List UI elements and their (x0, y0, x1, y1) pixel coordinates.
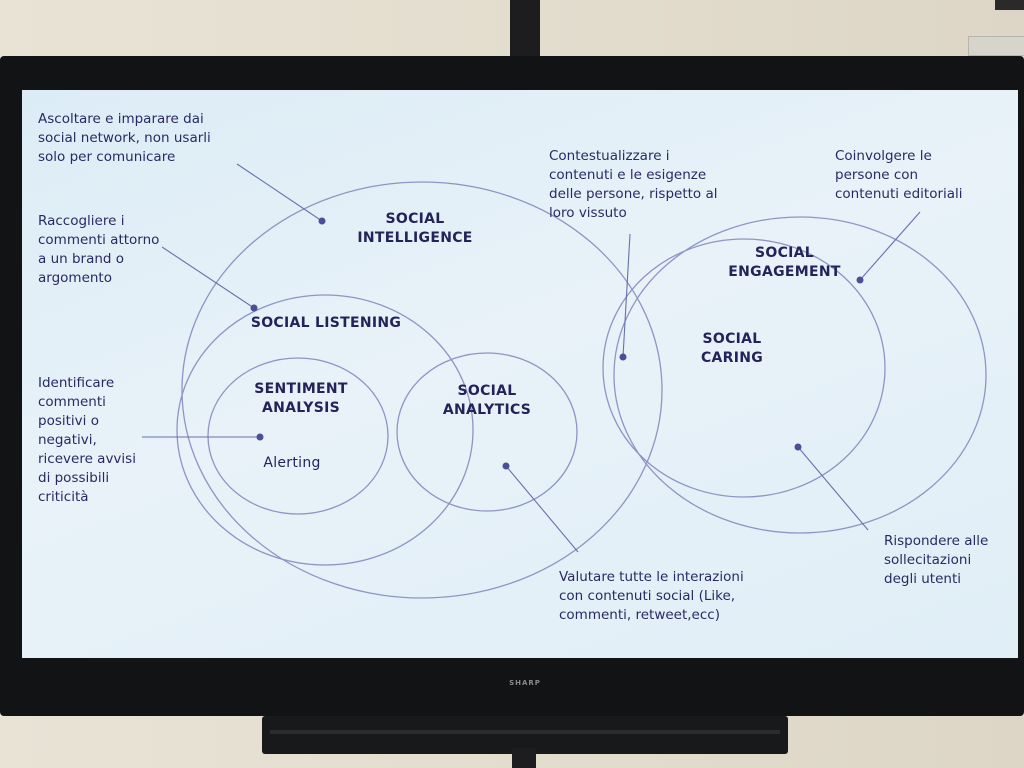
annotation-valutare: Valutare tutte le interazioni con conten… (559, 569, 744, 623)
connector-raccogliere (161, 246, 255, 309)
social-listening-circle (176, 294, 474, 566)
annotation-rispondere: Rispondere alle sollecitazioni degli ute… (884, 533, 989, 587)
dot-analytics (502, 462, 510, 470)
soundbar (262, 716, 788, 754)
soundbar-grille (270, 730, 780, 734)
social-listening-label: SOCIAL LISTENING (250, 315, 402, 331)
dot-listening (250, 304, 258, 312)
social-intelligence-circle (181, 181, 663, 599)
wall-fixture (995, 0, 1024, 10)
dot-intelligence (318, 217, 326, 225)
annotation-identificare: Identificare commenti positivi o negativ… (38, 375, 136, 505)
wall-device (968, 36, 1024, 56)
alerting-label: Alerting (263, 455, 321, 471)
social-engagement-circle (613, 216, 987, 534)
monitor-screen: SOCIAL INTELLIGENCE SOCIAL LISTENING SEN… (22, 90, 1018, 658)
sentiment-analysis-label: SENTIMENT ANALYSIS (254, 381, 348, 416)
connector-coinvolgere (859, 211, 921, 281)
connector-contestualizzare (622, 233, 631, 358)
annotation-raccogliere: Raccogliere i commenti attorno a un bran… (38, 213, 160, 286)
mount-pole (510, 0, 540, 60)
sentiment-analysis-circle (207, 357, 389, 515)
social-analytics-label: SOCIAL ANALYTICS (442, 383, 532, 418)
annotation-ascoltare: Ascoltare e imparare dai social network,… (38, 111, 211, 165)
social-engagement-label: SOCIAL ENGAGEMENT (728, 245, 841, 280)
connector-rispondere (797, 446, 869, 531)
dot-contestualizzare (619, 353, 627, 361)
dot-engagement (856, 276, 864, 284)
social-analytics-circle (396, 352, 578, 512)
annotation-contestualizzare: Contestualizzare i contenuti e le esigen… (549, 148, 718, 221)
monitor-brand-logo: SHARP (509, 679, 541, 687)
dot-sentiment (256, 433, 264, 441)
connector-valutare (505, 465, 579, 553)
mount-pole-bottom (512, 748, 536, 768)
social-caring-label: SOCIAL CARING (700, 331, 764, 366)
social-caring-circle (602, 238, 886, 498)
dot-caring (794, 443, 802, 451)
connector-ascoltare (236, 163, 323, 222)
venn-diagram (142, 163, 987, 599)
social-intelligence-label: SOCIAL INTELLIGENCE (357, 211, 473, 246)
annotation-coinvolgere: Coinvolgere le persone con contenuti edi… (835, 148, 963, 202)
